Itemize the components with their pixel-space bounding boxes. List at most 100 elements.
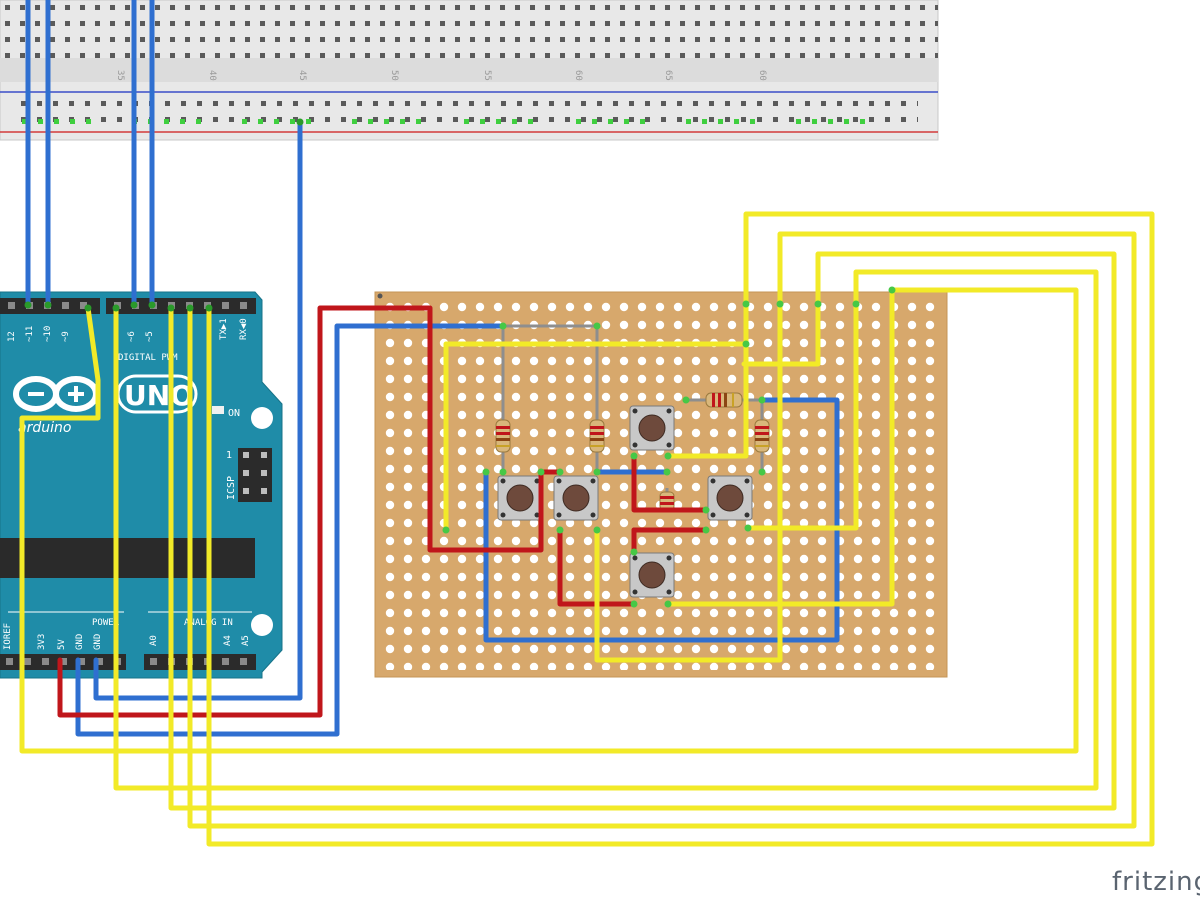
wire-endpoint — [205, 304, 213, 312]
rail-hole-connected — [368, 119, 373, 124]
wire-red — [631, 453, 709, 513]
wire-endpoint — [593, 526, 601, 534]
icsp-label: ICSP — [226, 476, 237, 500]
wire-yellow — [187, 231, 1137, 829]
wire-endpoint — [776, 300, 784, 308]
wire-endpoint — [742, 340, 750, 348]
wire-yellow — [206, 211, 1155, 847]
wire-endpoint — [630, 548, 638, 556]
digital-label: DIGITAL PWM — [118, 353, 178, 363]
power-label: POWER — [92, 618, 120, 628]
wire-endpoint — [24, 301, 32, 309]
rail-hole-connected — [258, 119, 263, 124]
rail-hole-connected — [734, 119, 739, 124]
icsp-header — [238, 448, 272, 502]
rail-hole-connected — [750, 119, 755, 124]
rail-hole-connected — [480, 119, 485, 124]
push-button — [497, 475, 543, 521]
pin-label: ~5 — [145, 331, 155, 342]
tx-label: TX▶1 — [219, 318, 229, 340]
push-button — [629, 405, 675, 451]
rail-hole-connected — [496, 119, 501, 124]
rail-hole-connected — [592, 119, 597, 124]
push-button — [707, 475, 753, 521]
rail-hole-connected — [400, 119, 405, 124]
wire-yellow — [19, 287, 1079, 754]
wire-endpoint — [537, 468, 545, 476]
wire-endpoint — [630, 600, 638, 608]
column-number: 60 — [573, 70, 583, 81]
push-buttons — [497, 405, 753, 598]
rail-hole-connected — [54, 119, 59, 124]
pin-label: GND — [75, 634, 85, 650]
pin-label: 3V3 — [37, 634, 47, 650]
analog-header — [144, 654, 256, 670]
rail-hole-connected — [464, 119, 469, 124]
digital-header-right — [106, 298, 256, 314]
pin-label: A4 — [223, 635, 233, 646]
wire-endpoint — [148, 301, 156, 309]
rail-hole-connected — [844, 119, 849, 124]
resistor — [589, 419, 605, 453]
wire-yellow — [113, 269, 1099, 791]
rail-hole-connected — [352, 119, 357, 124]
rail-hole-connected — [274, 119, 279, 124]
resistor — [754, 419, 770, 453]
mounting-hole — [251, 407, 273, 429]
rail-hole-connected — [22, 119, 27, 124]
wire-blue — [93, 119, 303, 701]
wire-endpoint — [499, 468, 507, 476]
column-number: 55 — [482, 70, 492, 81]
on-led — [212, 406, 224, 414]
rail-hole-connected — [242, 119, 247, 124]
wire-red — [57, 305, 563, 718]
wire-endpoint — [682, 396, 690, 404]
mounting-hole — [251, 614, 273, 636]
wire-endpoint — [814, 300, 822, 308]
rail-hole-connected — [576, 119, 581, 124]
rail-hole-connected — [812, 119, 817, 124]
wire-blue — [75, 323, 506, 737]
rail-hole-connected — [180, 119, 185, 124]
wire-endpoint — [852, 300, 860, 308]
fritzing-watermark: fritzing — [1112, 867, 1200, 897]
rail-hole-connected — [306, 119, 311, 124]
rail-hole-connected — [640, 119, 645, 124]
pin-label: ~10 — [43, 326, 53, 342]
rail-hole-connected — [196, 119, 201, 124]
column-number: 50 — [389, 70, 399, 81]
wire-endpoint — [664, 452, 672, 460]
pin-label: GND — [93, 634, 103, 650]
wire-endpoint — [44, 301, 52, 309]
wire-endpoint — [758, 396, 766, 404]
wire-endpoint — [630, 452, 638, 460]
rail-hole-connected — [70, 119, 75, 124]
atmega-chip — [0, 538, 255, 578]
wire-endpoint — [482, 468, 490, 476]
resistors — [495, 392, 770, 511]
pin-label: 12 — [7, 331, 17, 342]
wire-endpoint — [499, 322, 507, 330]
wire-endpoint — [556, 526, 564, 534]
wire-endpoint — [186, 304, 194, 312]
wire-endpoint — [556, 468, 564, 476]
rail-hole-connected — [608, 119, 613, 124]
wire-endpoint — [593, 468, 601, 476]
wire-endpoint — [442, 526, 450, 534]
pin-label: A0 — [149, 635, 159, 646]
wire-endpoint — [112, 304, 120, 312]
wire-blue — [483, 397, 840, 643]
rail-hole-connected — [624, 119, 629, 124]
stripboard-holes — [381, 298, 941, 670]
wire-endpoint — [742, 300, 750, 308]
column-number: 45 — [297, 70, 307, 81]
rail-hole-connected — [686, 119, 691, 124]
resistor — [705, 392, 743, 408]
arduino-brand: arduino — [18, 420, 71, 436]
digital-pin-labels: 12~11~10~9~6~5 — [7, 326, 155, 342]
uno-logo: UNO — [124, 379, 194, 412]
wire-red — [557, 527, 637, 607]
